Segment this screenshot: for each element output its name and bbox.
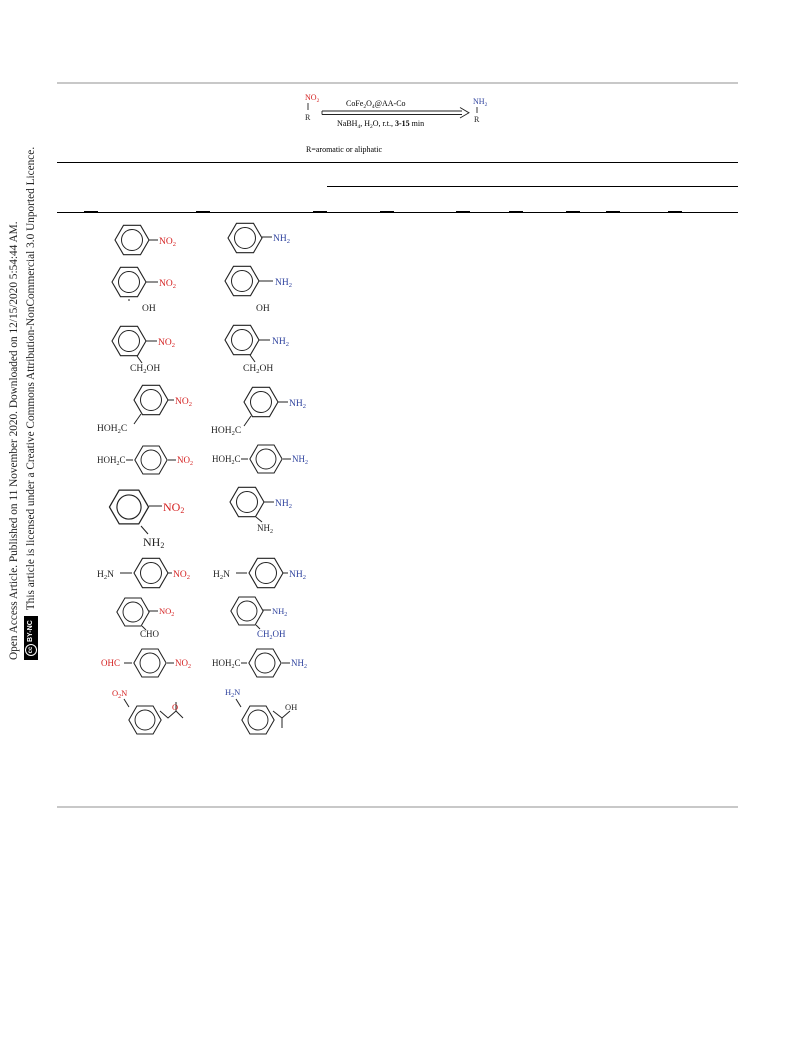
- svg-text:OH: OH: [256, 304, 270, 314]
- scheme-product-r: R: [474, 115, 480, 124]
- scheme-catalyst: CoFe2O4@AA-Co: [346, 99, 406, 110]
- svg-text:OH: OH: [142, 304, 156, 314]
- row-7: H2N NO2 H2N NH2: [97, 557, 306, 589]
- row-3: NO2 CH2OH NH2 CH2OH: [111, 324, 289, 375]
- amine-label: NH2: [273, 234, 290, 245]
- row-2: NO2 OH NH2 OH: [111, 265, 292, 314]
- svg-text:NH2: NH2: [291, 658, 307, 670]
- column-tick: [196, 211, 210, 213]
- column-tick: [566, 211, 580, 213]
- svg-text:H2N: H2N: [97, 570, 114, 581]
- svg-text:HOH2C: HOH2C: [97, 424, 127, 435]
- svg-text:NH2: NH2: [143, 535, 164, 550]
- svg-text:NO2: NO2: [175, 397, 192, 408]
- scheme-arrow: [321, 107, 470, 119]
- table-subheader-rule: [327, 186, 738, 187]
- svg-text:NH2: NH2: [292, 454, 308, 466]
- scheme-reactant-no2: NO2: [305, 93, 320, 104]
- svg-text:NO2: NO2: [173, 570, 190, 581]
- svg-text:NH2: NH2: [275, 278, 292, 289]
- svg-text:HOH2C: HOH2C: [97, 455, 126, 467]
- svg-text:NO2: NO2: [163, 500, 184, 515]
- benzene-ring: [227, 222, 263, 254]
- column-tick: [606, 211, 620, 213]
- svg-text:H2N: H2N: [225, 687, 240, 699]
- row-9: OHC NO2 HOH2C NH2: [101, 648, 307, 678]
- svg-text:NO2: NO2: [175, 658, 191, 670]
- svg-text:NO2: NO2: [158, 338, 175, 349]
- column-tick: [380, 211, 394, 213]
- table-bottom-rule: [57, 806, 738, 808]
- svg-text:NO2: NO2: [159, 279, 176, 290]
- svg-text:NH2: NH2: [289, 399, 306, 410]
- svg-text:HOH2C: HOH2C: [212, 454, 241, 466]
- column-tick: [456, 211, 470, 213]
- svg-text:NH2: NH2: [289, 570, 306, 581]
- svg-text:NH2: NH2: [272, 606, 287, 618]
- svg-text:O: O: [172, 702, 178, 712]
- scheme-r-definition: R=aromatic or aliphatic: [306, 145, 382, 154]
- svg-text:HOH2C: HOH2C: [212, 658, 241, 670]
- svg-text:OHC: OHC: [101, 658, 120, 668]
- scheme-product-nh2: NH2: [473, 97, 488, 108]
- svg-text:CH2OH: CH2OH: [243, 364, 273, 375]
- svg-text:CH2OH: CH2OH: [130, 364, 160, 375]
- scheme-reactant-r: R: [305, 113, 311, 122]
- svg-text:O2N: O2N: [112, 688, 127, 700]
- svg-text:NO2: NO2: [159, 606, 174, 618]
- row-10: O2N O H2N OH: [112, 687, 297, 735]
- scheme-conditions: NaBH4, H2O, r.t., 3-15 min: [337, 119, 424, 130]
- nitro-label: NO2: [159, 237, 176, 248]
- row-8: NO2 CHO NH2 CH2OH: [116, 596, 287, 641]
- svg-text:NO2: NO2: [177, 455, 193, 467]
- reaction-scheme: NO2 R CoFe2O4@AA-Co NaBH4, H2O, r.t., 3-…: [305, 93, 488, 154]
- svg-text:CH2OH: CH2OH: [257, 629, 286, 641]
- column-tick: [84, 211, 98, 213]
- benzene-ring: [114, 224, 150, 256]
- svg-text:NH2: NH2: [272, 337, 289, 348]
- row-1: NO2 NH2: [114, 222, 290, 256]
- row-5: HOH2C NO2 HOH2C NH2: [97, 444, 308, 475]
- table-column-rule: [57, 212, 738, 213]
- row-4: NO2 HOH2C NH2 HOH2C: [97, 384, 306, 437]
- table-top-rule: [57, 82, 738, 84]
- svg-text:H2N: H2N: [213, 570, 230, 581]
- table-header-rule: [57, 162, 738, 163]
- column-tick: [668, 211, 682, 213]
- column-tick: [313, 211, 327, 213]
- column-tick: [509, 211, 523, 213]
- svg-text:HOH2C: HOH2C: [211, 426, 241, 437]
- svg-text:OH: OH: [285, 702, 297, 712]
- row-6: NO2 NH2 NH2 NH2: [108, 486, 292, 550]
- svg-text:NH2: NH2: [275, 499, 292, 510]
- svg-text:CHO: CHO: [140, 629, 160, 639]
- svg-text:NH2: NH2: [257, 523, 273, 535]
